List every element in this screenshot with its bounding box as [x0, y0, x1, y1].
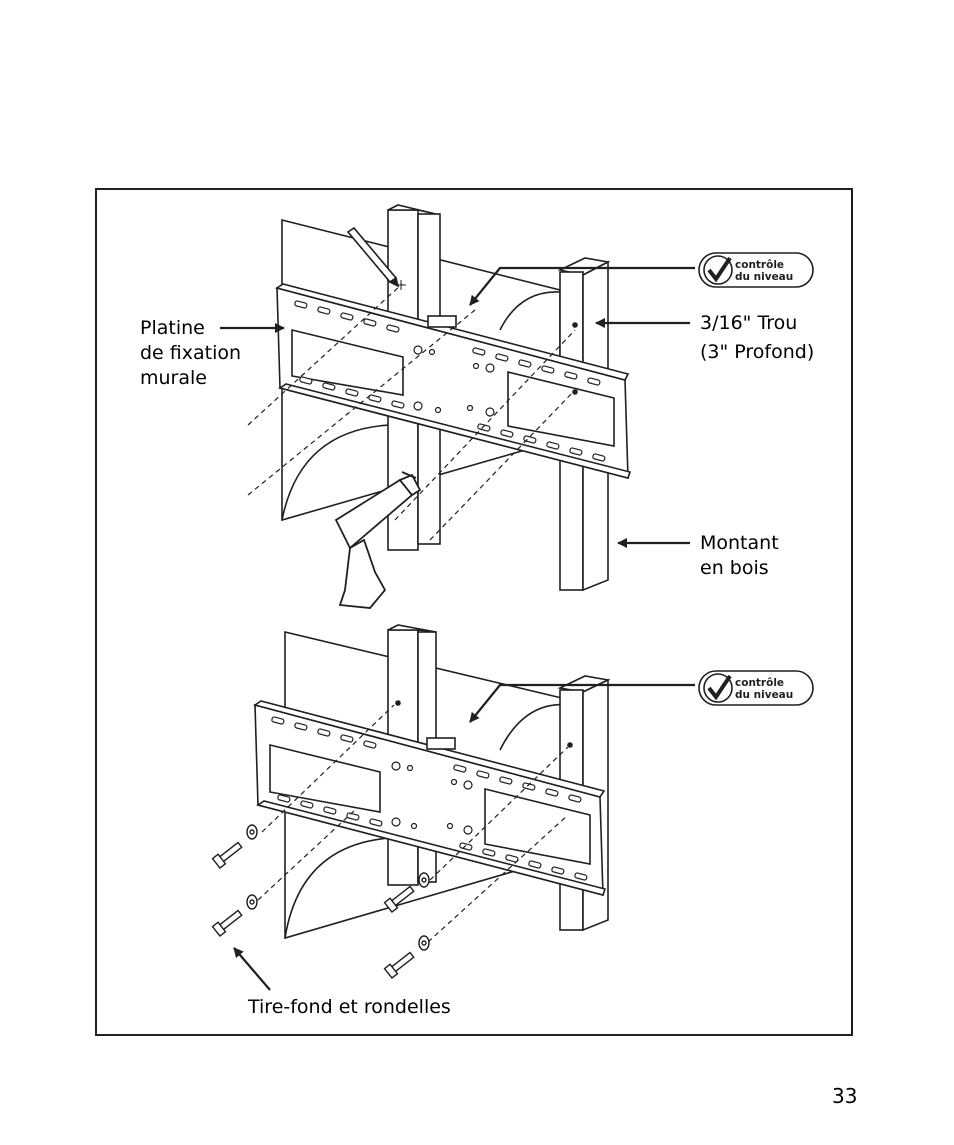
- lag-bolts-label: Tire-fond et rondelles: [248, 996, 451, 1018]
- drill-icon: [334, 471, 422, 609]
- badge-line2: du niveau: [735, 271, 793, 283]
- bubble-level: [427, 315, 457, 328]
- level-arrow-bottom: [469, 683, 695, 723]
- keyholes: [413, 345, 495, 417]
- top-illustration: [247, 204, 632, 609]
- bolt-guides: [257, 704, 569, 943]
- level-badge-1: contrôle du niveau: [698, 252, 814, 288]
- badge-line1: contrôle: [735, 259, 784, 271]
- plate-slots-bottom: [299, 376, 606, 462]
- bolts-arrow: [233, 947, 271, 991]
- mount-plate-label: Platine de fixation murale: [140, 317, 242, 389]
- figure-frame: [95, 188, 853, 1036]
- wall-mount-plate: [275, 283, 632, 480]
- keyholes-2: [391, 761, 473, 835]
- badge-line1: contrôle: [735, 677, 784, 689]
- plate-slots-top-2: [271, 716, 582, 803]
- hole-label: 3/16" Trou (3" Profond): [700, 312, 815, 363]
- washer-icons: [246, 824, 430, 951]
- badge-line2: du niveau: [735, 689, 793, 701]
- lag-bolt-icons: [211, 841, 415, 980]
- bottom-illustration: [211, 624, 611, 980]
- stud-label: Montant en bois: [700, 532, 779, 579]
- level-arrow-top: [469, 266, 695, 306]
- bubble-level-2: [426, 737, 456, 750]
- plate-slots-top: [294, 300, 601, 386]
- drill-guides: [247, 283, 576, 541]
- page-number: 33: [832, 1084, 858, 1108]
- level-badge-2: contrôle du niveau: [698, 670, 814, 706]
- callout-arrows: [220, 266, 695, 991]
- pencil-icon: [346, 226, 400, 288]
- plate-slots-bottom-2: [277, 794, 588, 881]
